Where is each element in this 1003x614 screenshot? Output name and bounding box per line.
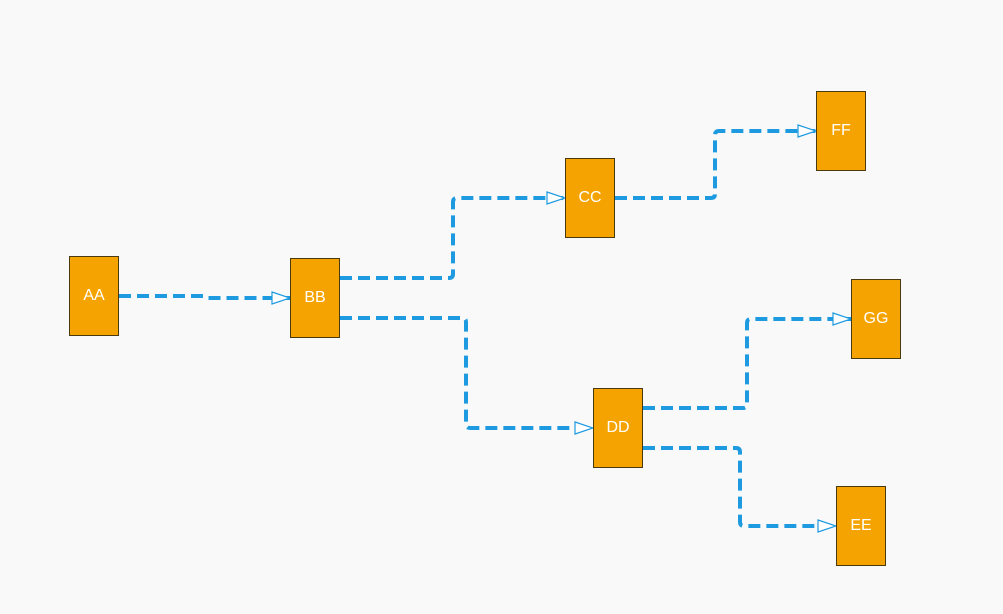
node-label: AA	[83, 287, 105, 304]
node-aa[interactable]: AA	[69, 256, 119, 336]
node-bb[interactable]: BB	[290, 258, 340, 338]
node-label: BB	[304, 289, 326, 306]
edge-dd-ee[interactable]	[643, 446, 836, 526]
edge-cc-ff[interactable]	[615, 131, 816, 200]
node-label: CC	[578, 189, 602, 206]
edge-dd-gg[interactable]	[643, 319, 851, 410]
edge-bb-dd[interactable]	[340, 316, 593, 428]
node-label: EE	[850, 517, 872, 534]
node-cc[interactable]: CC	[565, 158, 615, 238]
node-gg[interactable]: GG	[851, 279, 901, 359]
node-ee[interactable]: EE	[836, 486, 886, 566]
edge-bb-cc[interactable]	[340, 198, 565, 280]
node-ff[interactable]: FF	[816, 91, 866, 171]
node-label: FF	[831, 122, 851, 139]
node-label: DD	[606, 419, 630, 436]
node-dd[interactable]: DD	[593, 388, 643, 468]
edge-aa-bb[interactable]	[119, 296, 290, 298]
node-label: GG	[863, 310, 889, 327]
